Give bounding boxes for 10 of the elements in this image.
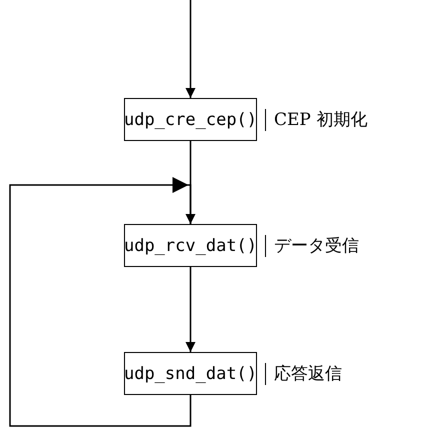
arrow [186,0,196,98]
step-description: 応答返信 [265,363,342,385]
step-description: データ受信 [265,235,359,257]
process-box: udp_rcv_dat() [124,224,257,267]
process-box: udp_cre_cep() [124,98,257,141]
arrow [186,267,196,352]
loop-arrow [9,177,192,427]
process-box: udp_snd_dat() [124,352,257,395]
arrow [186,141,196,224]
step-description: CEP 初期化 [265,109,368,131]
